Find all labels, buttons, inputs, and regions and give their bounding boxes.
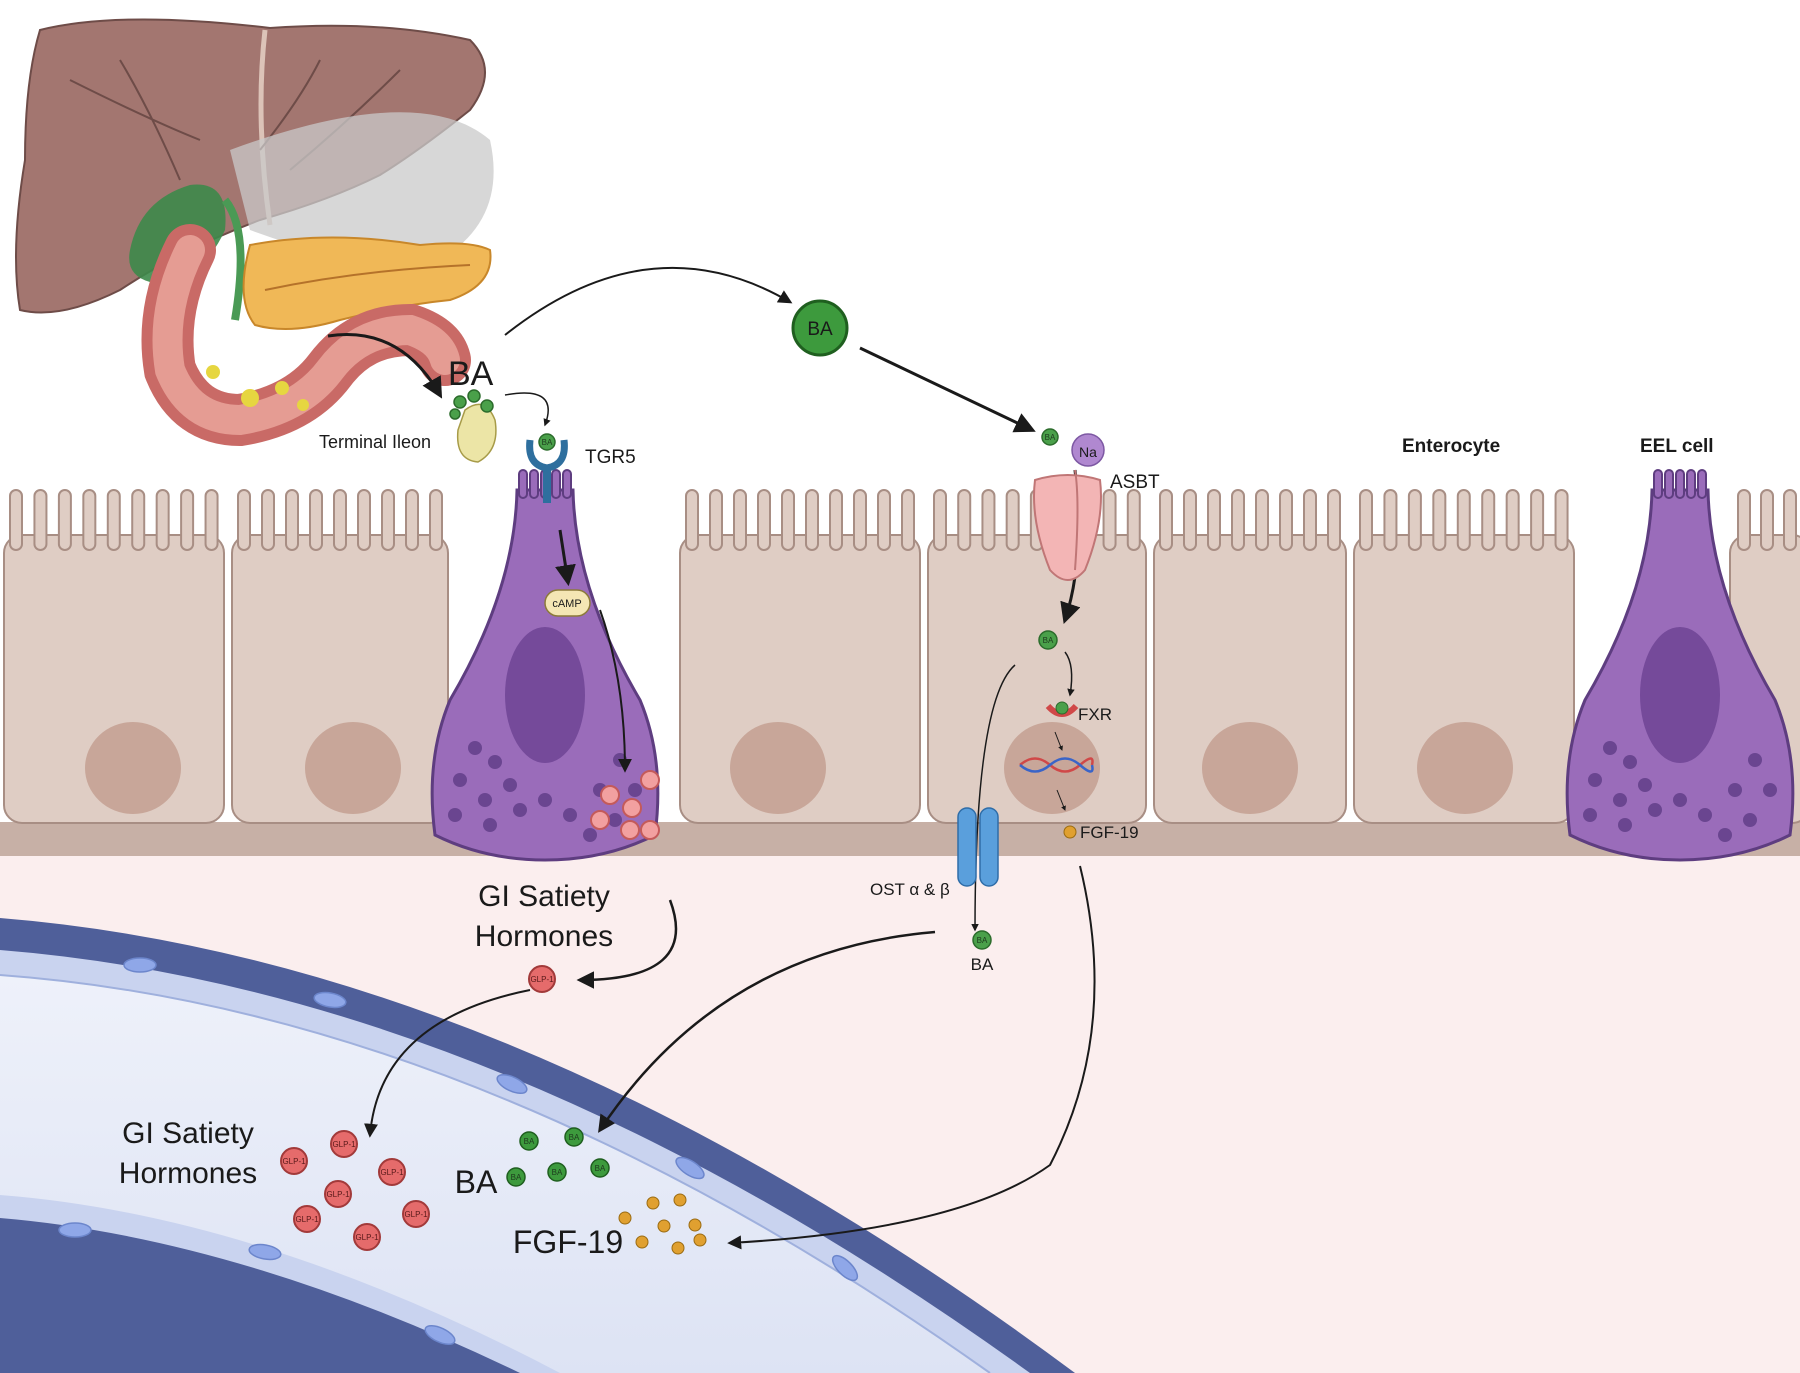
enterocyte-cell	[679, 489, 921, 824]
enterocyte-cell	[231, 489, 449, 824]
fxr-label: FXR	[1078, 705, 1112, 724]
ba-molecule: BA	[547, 1162, 567, 1182]
ba-molecule: BA	[506, 1167, 526, 1187]
arrows	[327, 266, 1096, 1250]
ba-circle: BA	[791, 299, 849, 357]
glp1-molecule: GLP-1	[402, 1200, 430, 1228]
vessel-ba-group: BA BA BA BA BA	[506, 1127, 610, 1187]
ba-vessel-label: BA	[455, 1164, 498, 1200]
ba-top-label: BA	[448, 355, 494, 393]
enterocyte-label: Enterocyte	[1402, 436, 1500, 457]
glp1-label: GLP-1	[530, 975, 554, 984]
glp1-molecule: GLP-1	[330, 1130, 358, 1158]
ba-marker-ost: BA	[977, 936, 988, 945]
ba-molecule: BA	[564, 1127, 584, 1147]
ba-molecule: BA	[590, 1158, 610, 1178]
ba-markers: BA BA	[972, 630, 1058, 950]
ba-circle-label: BA	[807, 319, 833, 340]
camp-label: cAMP	[552, 598, 581, 610]
na-label: Na	[1079, 444, 1097, 460]
dna-icon	[1019, 757, 1094, 773]
eel-cell-label: EEL cell	[1640, 436, 1714, 457]
glp1-label: GLP-1	[282, 1157, 306, 1166]
ba-molecule-label: BA	[569, 1133, 580, 1142]
glp1-molecule: GLP-1	[378, 1158, 406, 1186]
pancreas-icon	[242, 236, 492, 330]
asbt-ba-label: BA	[1045, 433, 1056, 442]
ba-marker-cell: BA	[1043, 636, 1054, 645]
ba-molecule-label: BA	[511, 1173, 522, 1182]
fgf19-cell-label: FGF-19	[1080, 823, 1139, 842]
glp1-label: GLP-1	[332, 1140, 356, 1149]
basement-strip	[0, 822, 1800, 856]
epithelium: cAMP	[3, 469, 1800, 862]
glp1-molecule: GLP-1	[293, 1205, 321, 1233]
ost-transporter	[957, 807, 999, 887]
glp1-molecule: GLP-1	[280, 1147, 308, 1175]
asbt-label: ASBT	[1110, 472, 1160, 493]
intestine-icon	[141, 224, 471, 447]
glp1-label: GLP-1	[355, 1233, 379, 1242]
asbt-transporter: BA	[1033, 428, 1105, 581]
glp1-label: GLP-1	[404, 1210, 428, 1219]
tgr5-label: TGR5	[585, 447, 636, 468]
glp1-molecule: GLP-1	[353, 1223, 381, 1251]
glp1-label: GLP-1	[295, 1215, 319, 1224]
tgr5-ba-label: BA	[542, 438, 553, 447]
enterocyte-cell	[3, 489, 225, 824]
ba-molecule: BA	[519, 1131, 539, 1151]
ost-label: OST α & β	[870, 880, 950, 899]
enterocyte-cell	[1353, 489, 1575, 824]
enterocyte-cell	[1153, 489, 1347, 824]
glp1-label: GLP-1	[380, 1168, 404, 1177]
terminal-ileon-label: Terminal Ileon	[319, 432, 431, 452]
ba-molecule-label: BA	[552, 1168, 563, 1177]
fgf19-dot-cell	[1063, 825, 1077, 839]
fxr-complex	[1045, 701, 1079, 717]
ost-ba-label: BA	[971, 955, 994, 974]
glp1-label: GLP-1	[326, 1190, 350, 1199]
bile-acid-cluster	[449, 389, 497, 463]
eel-cell	[430, 469, 660, 862]
glp1-molecule: GLP-1	[528, 965, 556, 993]
ba-molecule-label: BA	[524, 1137, 535, 1146]
glp1-molecule: GLP-1	[324, 1180, 352, 1208]
ba-molecule-label: BA	[595, 1164, 606, 1173]
eel-cell	[1565, 469, 1795, 862]
fgf19-dots	[618, 1193, 707, 1255]
tgr5-receptor: BA	[526, 433, 568, 503]
fgf19-vessel-label: FGF-19	[513, 1224, 623, 1260]
camp-badge: cAMP	[544, 589, 591, 617]
